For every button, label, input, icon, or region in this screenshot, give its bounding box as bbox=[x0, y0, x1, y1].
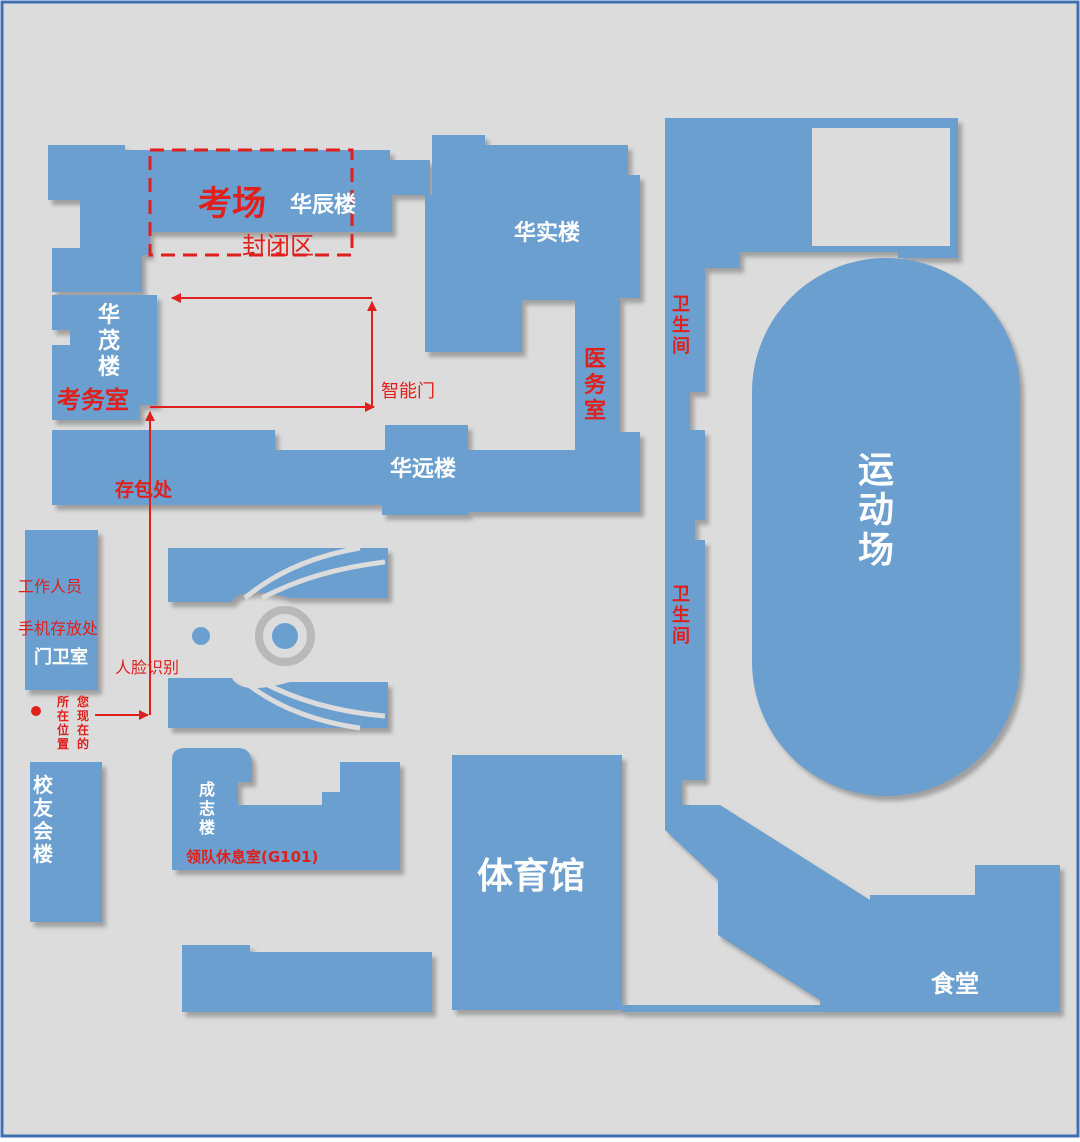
label-huamao-2: 茂 bbox=[98, 329, 120, 354]
building-gym bbox=[452, 755, 622, 1010]
label-medical-1: 医 bbox=[584, 347, 606, 372]
label-exam-office: 考务室 bbox=[57, 386, 129, 414]
route bbox=[95, 293, 377, 720]
yah-c1-1: 所 bbox=[57, 694, 69, 709]
label-restroom-lower-2: 生 bbox=[672, 604, 690, 626]
label-bag-storage: 存包处 bbox=[115, 478, 173, 501]
exam-zone-outline bbox=[148, 148, 354, 257]
yah-c2-2: 现 bbox=[77, 709, 89, 723]
label-gym: 体育馆 bbox=[477, 856, 585, 897]
plaza-dot bbox=[192, 627, 210, 645]
label-canteen: 食堂 bbox=[931, 970, 979, 998]
yah-c2-4: 的 bbox=[77, 736, 89, 751]
yah-c2-1: 您 bbox=[77, 694, 89, 709]
running-track-field bbox=[752, 258, 1020, 796]
label-exam-hall: 考场 bbox=[198, 184, 266, 224]
label-staff: 工作人员 bbox=[18, 577, 82, 596]
building-huamao bbox=[52, 295, 157, 420]
label-alumni-2: 友 bbox=[33, 796, 53, 820]
building-bottom-strip bbox=[622, 1005, 870, 1012]
label-chengzhi-3: 楼 bbox=[199, 818, 215, 837]
label-phone-storage: 手机存放处 bbox=[18, 619, 98, 638]
label-leader-lounge: 领队休息室(G101) bbox=[185, 848, 318, 866]
label-restroom-lower-3: 间 bbox=[672, 626, 690, 647]
label-chengzhi-2: 志 bbox=[199, 799, 215, 818]
you-are-here-dot bbox=[31, 706, 41, 716]
yah-c1-4: 置 bbox=[57, 737, 69, 751]
label-huachen: 华辰楼 bbox=[290, 192, 356, 218]
label-restroom-upper-1: 卫 bbox=[672, 294, 690, 315]
yah-c2-3: 在 bbox=[77, 722, 89, 737]
label-stadium-1: 运 bbox=[858, 450, 894, 491]
plaza-decor bbox=[243, 545, 386, 731]
label-guard-room: 门卫室 bbox=[34, 646, 88, 668]
yah-c1-3: 位 bbox=[57, 722, 69, 737]
sports-annex bbox=[812, 128, 950, 246]
building-medical bbox=[575, 300, 640, 512]
label-smart-gate: 智能门 bbox=[381, 381, 435, 402]
label-alumni-1: 校 bbox=[33, 773, 54, 797]
label-chengzhi-1: 成 bbox=[199, 780, 215, 799]
label-closed-zone: 封闭区 bbox=[242, 232, 314, 260]
you-are-here-label: 所 在 位 置 您 现 在 的 bbox=[57, 694, 89, 751]
plaza-fountain-ring bbox=[255, 606, 315, 666]
label-medical-3: 室 bbox=[584, 398, 606, 424]
label-stadium-3: 场 bbox=[858, 530, 894, 571]
label-alumni-4: 楼 bbox=[33, 842, 53, 866]
building-huachen bbox=[48, 145, 430, 292]
building-alumni bbox=[30, 762, 102, 922]
building-canteen bbox=[870, 865, 1060, 1012]
label-huashi: 华实楼 bbox=[514, 220, 580, 246]
building-huayuan bbox=[52, 425, 578, 515]
label-face-id: 人脸识别 bbox=[115, 658, 179, 677]
label-restroom-upper-2: 生 bbox=[672, 314, 690, 336]
label-medical-2: 务 bbox=[584, 373, 607, 398]
building-bottom-bar bbox=[182, 945, 432, 1012]
building-huashi bbox=[425, 135, 640, 352]
label-restroom-upper-3: 间 bbox=[672, 336, 690, 357]
label-alumni-3: 会 bbox=[33, 819, 53, 843]
building-chengzhi bbox=[172, 748, 400, 870]
label-restroom-lower-1: 卫 bbox=[672, 584, 690, 605]
label-huayuan: 华远楼 bbox=[390, 456, 456, 482]
plaza-fountain bbox=[272, 623, 298, 649]
buildings bbox=[25, 118, 1060, 1012]
label-huamao-3: 楼 bbox=[98, 355, 120, 380]
label-stadium-2: 动 bbox=[858, 490, 894, 531]
building-guard-room bbox=[25, 530, 98, 690]
label-huamao-1: 华 bbox=[98, 302, 120, 328]
yah-c1-2: 在 bbox=[57, 708, 69, 723]
